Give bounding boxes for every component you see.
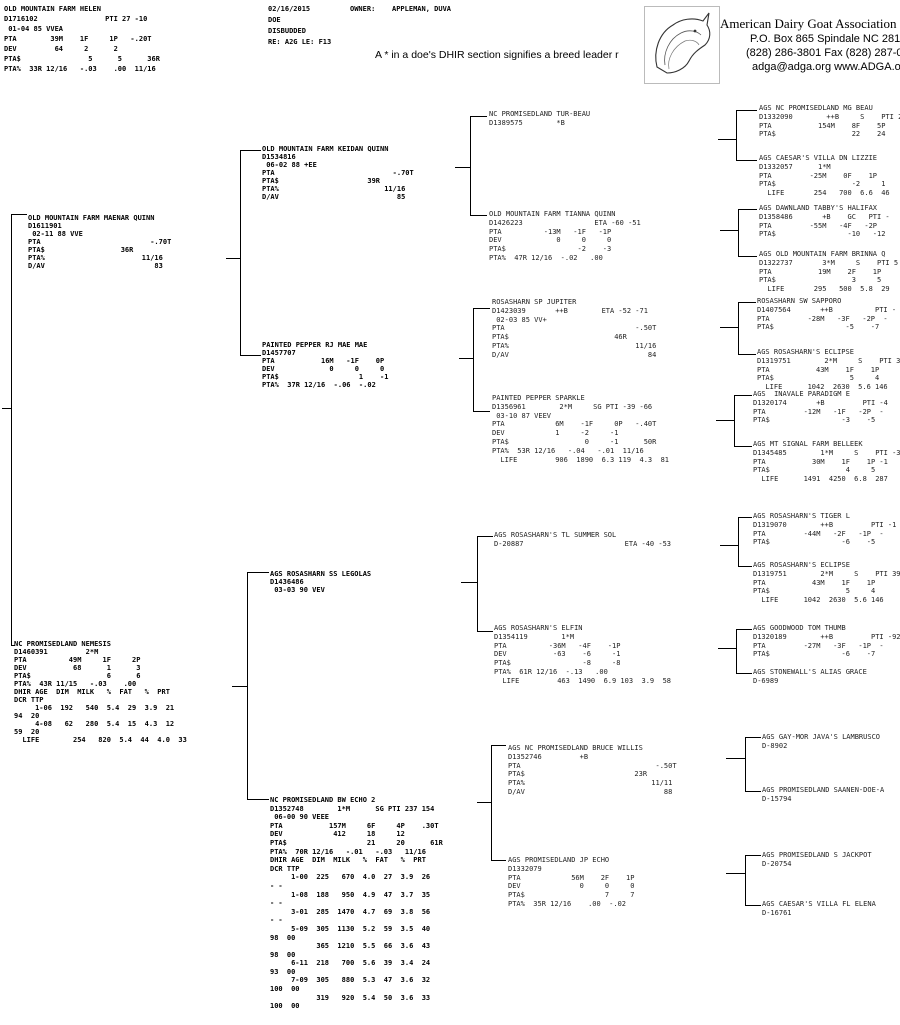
bracket-g3-3-vertical	[738, 302, 739, 354]
bracket-g3-7-top	[745, 737, 761, 738]
g4-record-2: AGS CAESAR'S VILLA DN LIZZIE D1332057 1*…	[759, 154, 890, 198]
bracket-g3-2-stub	[720, 230, 739, 231]
bracket-g3-2-vertical	[738, 209, 739, 256]
bracket-dd-bottom	[491, 860, 506, 861]
bracket-ds-tick	[247, 572, 269, 573]
bracket-sd-bottom	[473, 411, 490, 412]
g4-record-10: AGS ROSASHARN'S ECLIPSE D1319751 2*M S P…	[753, 561, 900, 605]
bracket-ds-bottom	[477, 631, 493, 632]
bracket-g3-5-bottom	[738, 566, 752, 567]
bracket-g3-4-stub	[716, 420, 735, 421]
g4-record-5: ROSASHARN SW SAPPORO D1407564 ++B PTI - …	[757, 297, 897, 332]
bracket-ss-tick	[240, 150, 261, 151]
g3-record-2: OLD MOUNTAIN FARM TIANNA QUINN D1426223 …	[489, 210, 641, 262]
bracket-sd-vertical	[473, 308, 474, 411]
bracket-g3-2-top	[738, 209, 757, 210]
bracket-g3-1-bottom	[736, 160, 757, 161]
bracket-sire-vertical	[240, 150, 241, 356]
bracket-g3-1-top	[736, 110, 757, 111]
doe-meta: DOE DISBUDDED RE: A2G LE: F13	[268, 16, 332, 46]
dam-dam-record: NC PROMISEDLAND BW ECHO 2 D1352748 1*M S…	[270, 796, 443, 1011]
g3-record-8: AGS PROMISEDLAND JP ECHO D1332079 PTA 56…	[508, 856, 635, 908]
bracket-ds-top	[477, 536, 493, 537]
g4-record-7: AGS INAVALE PARADIGM E D1320174 +B PTI -…	[753, 390, 888, 425]
g3-record-5: AGS ROSASHARN'S TL SUMMER SOL D-20887 ET…	[494, 531, 672, 548]
bracket-g3-4-bottom	[734, 446, 752, 447]
sire-record: OLD MOUNTAIN FARM MAENAR QUINN D1611901 …	[28, 214, 172, 270]
bracket-g3-1-vertical	[736, 110, 737, 160]
bracket-ss-top	[470, 116, 487, 117]
g4-record-13: AGS GAY-MOR JAVA'S LAMBRUSCO D-8902	[762, 733, 881, 750]
g3-record-1: NC PROMISEDLAND TUR-BEAU D1389575 *B	[489, 110, 591, 127]
bracket-g3-7-vertical	[745, 737, 746, 791]
g4-record-8: AGS MT SIGNAL FARM BELLEEK D1345485 1*M …	[753, 440, 900, 484]
dam-record: NC PROMISEDLAND NEMESIS D1460391 2*M PTA…	[14, 640, 187, 744]
sire-dam-record: PAINTED PEPPER RJ MAE MAE D1457707 PTA 1…	[262, 341, 389, 389]
bracket-ss-bottom	[470, 215, 487, 216]
g4-record-12: AGS STONEWALL'S ALIAS GRACE D-6989	[753, 668, 867, 685]
g4-record-1: AGS NC PROMISEDLAND MG BEAU D1332090 ++B…	[759, 104, 900, 139]
bracket-g3-3-bottom	[738, 354, 756, 355]
print-date: 02/16/2015	[268, 5, 311, 13]
bracket-sire-tick	[11, 214, 27, 215]
breed-leader-note: A * in a doe's DHIR section signifies a …	[375, 49, 619, 61]
bracket-sire-stub	[226, 258, 241, 259]
bracket-ds-stub	[461, 582, 478, 583]
owner-name: APPLEMAN, DUVA	[392, 5, 452, 13]
association-name: American Dairy Goat Association	[720, 16, 897, 31]
bracket-g3-3-top	[738, 302, 756, 303]
association-address: P.O. Box 865 Spindale NC 281	[750, 33, 900, 45]
bracket-g3-5-top	[738, 517, 752, 518]
bracket-sd-top	[473, 308, 490, 309]
bracket-dam-tick	[11, 645, 15, 646]
g4-record-6: AGS ROSASHARN'S ECLIPSE D1319751 2*M S P…	[757, 348, 900, 392]
bracket-sd-stub	[459, 358, 474, 359]
g3-record-4: PAINTED PEPPER SPARKLE D1356961 2*M SG P…	[492, 394, 670, 464]
bracket-g3-6-vertical	[736, 629, 737, 673]
g4-record-4: AGS OLD MOUNTAIN FARM BRINNA Q D1322737 …	[759, 250, 899, 294]
bracket-g3-4-top	[734, 395, 752, 396]
goat-head-logo-icon	[644, 6, 720, 84]
g4-record-9: AGS ROSASHARN'S TIGER L D1319070 ++B PTI…	[753, 512, 897, 547]
sire-sire-record: OLD MOUNTAIN FARM KEIDAN QUINN D1534816 …	[262, 145, 414, 201]
bracket-g3-7-stub	[726, 758, 746, 759]
bracket-g3-6-bottom	[736, 673, 752, 674]
g3-record-6: AGS ROSASHARN'S ELFIN D1354119 1*M PTA -…	[494, 624, 672, 685]
bracket-g3-6-top	[736, 629, 752, 630]
bracket-g3-8-top	[745, 855, 761, 856]
bracket-ss-stub	[455, 167, 471, 168]
bracket-ds-vertical	[477, 536, 478, 631]
bracket-ss-vertical	[470, 116, 471, 215]
bracket-g3-1-stub	[718, 139, 737, 140]
g4-record-3: AGS DAWNLAND TABBY'S HALIFAX D1358486 +B…	[759, 204, 890, 239]
g4-record-16: AGS CAESAR'S VILLA FL ELENA D-16761	[762, 900, 876, 917]
bracket-g3-5-stub	[720, 545, 739, 546]
bracket-g3-3-stub	[720, 327, 739, 328]
bracket-dd-stub	[477, 802, 492, 803]
bracket-g3-6-stub	[718, 648, 737, 649]
bracket-g3-7-bottom	[745, 791, 761, 792]
bracket-sd-tick	[240, 355, 261, 356]
bracket-g3-2-bottom	[738, 256, 757, 257]
owner-label: OWNER:	[350, 5, 376, 13]
bracket-g3-8-bottom	[745, 905, 761, 906]
bracket-gen1-stub	[2, 408, 12, 409]
g4-record-11: AGS GOODWOOD TOM THUMB D1320189 ++B PTI …	[753, 624, 900, 659]
association-phone: (828) 286-3801 Fax (828) 287-0	[746, 47, 900, 59]
bracket-gen1-vertical	[11, 214, 12, 645]
bracket-dam-stub	[232, 686, 248, 687]
bracket-g3-8-vertical	[745, 855, 746, 905]
g4-record-15: AGS PROMISEDLAND S JACKPOT D-20754	[762, 851, 872, 868]
bracket-g3-5-vertical	[738, 517, 739, 566]
g3-record-3: ROSASHARN SP JUPITER D1423039 ++B ETA -5…	[492, 298, 657, 359]
g3-record-7: AGS NC PROMISEDLAND BRUCE WILLIS D135274…	[508, 744, 677, 796]
doe-summary: OLD MOUNTAIN FARM HELEN D1716102 PTI 27 …	[4, 5, 160, 73]
dam-sire-record: AGS ROSASHARN SS LEGOLAS D1436486 03-03 …	[270, 570, 372, 594]
bracket-g3-8-stub	[726, 873, 746, 874]
association-web: adga@adga.org www.ADGA.o	[752, 61, 900, 73]
bracket-dd-tick	[247, 799, 269, 800]
g4-record-14: AGS PROMISEDLAND SAANEN-DOE-A D-15794	[762, 786, 885, 803]
bracket-dd-top	[491, 745, 506, 746]
